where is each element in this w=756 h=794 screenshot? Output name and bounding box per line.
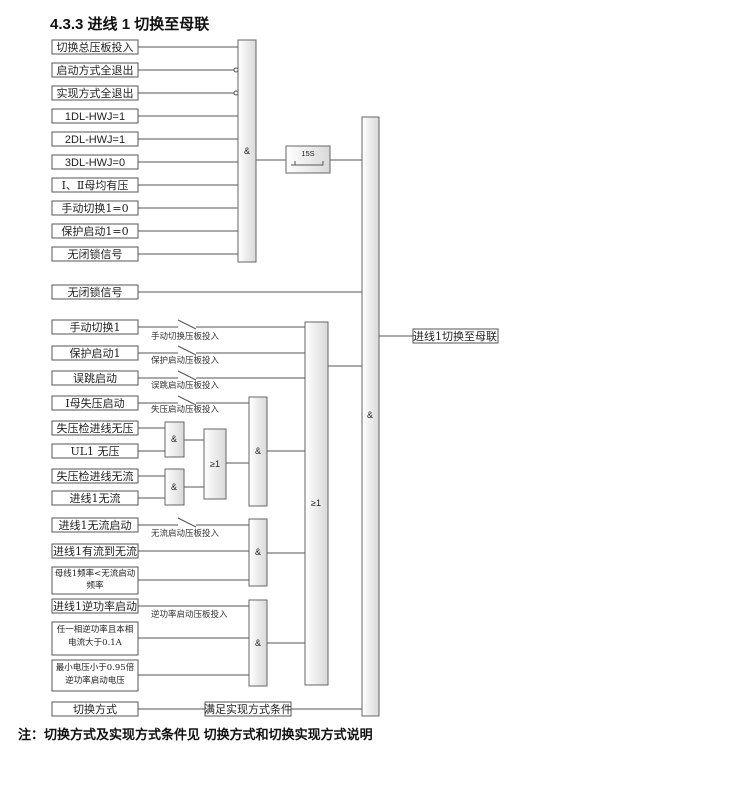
switch-label: 误跳启动压板投入 xyxy=(151,380,220,391)
no-current-block: 进线1无流启动 无流启动压板投入 进线1有流到无流 母线1频率<无流启动频率 & xyxy=(51,517,305,595)
no-current-in1: 进线1有流到无流 xyxy=(53,544,137,558)
gate1-input-3: 实现方式全退出 xyxy=(57,86,134,100)
inverter-bubble xyxy=(233,90,239,96)
gate1-input-6: 3DL-HWJ=0 xyxy=(65,157,125,169)
switch-mode-condition: 满足实现方式条件 xyxy=(204,702,292,716)
reverse-power-block: 进线1逆功率启动 逆功率启动压板投入 任一相逆功率且本相电流大于0.1A 最小电… xyxy=(51,598,305,692)
manual-input-2: 保护启动1 xyxy=(70,346,121,360)
reverse-power-in2: 最小电压小于0.95倍逆功率启动电压 xyxy=(55,663,135,686)
gate1-input-2: 启动方式全退出 xyxy=(57,63,134,77)
no-current-in2: 母线1频率<无流启动频率 xyxy=(54,569,136,591)
voltage-loss-in1: 失压检进线无压 xyxy=(57,421,134,435)
manual-inputs: 手动切换1 手动切换压板投入 保护启动1 保护启动压板投入 误跳启动 误跳启动压… xyxy=(51,319,305,391)
output-label: 进线1切换至母联 xyxy=(413,329,497,343)
voltage-loss-in4: 进线1无流 xyxy=(70,491,121,505)
gate1-and xyxy=(237,39,257,263)
reverse-power-in1: 任一相逆功率且本相电流大于0.1A xyxy=(56,625,134,648)
switch-mode-label: 切换方式 xyxy=(73,702,117,716)
nc-and-symbol: & xyxy=(255,547,261,557)
switch-label: 保护启动压板投入 xyxy=(151,355,220,366)
gate1-wires xyxy=(138,46,239,255)
voltage-loss-in2: UL1 无压 xyxy=(70,445,119,458)
inverter-bubble xyxy=(233,67,239,73)
timer-pulse-icon xyxy=(291,161,324,166)
no-current-label: 进线1无流启动 xyxy=(59,518,132,532)
gate1-input-1: 切换总压板投入 xyxy=(57,40,134,54)
switch-label: 无流启动压板投入 xyxy=(151,528,220,539)
gate1-input-9: 保护启动1=0 xyxy=(61,224,128,238)
voltage-loss-label: Ⅰ母失压启动 xyxy=(65,397,124,410)
final-and-symbol: & xyxy=(367,410,373,420)
gate1-input-labels: 切换总压板投入 启动方式全退出 实现方式全退出 1DL-HWJ=1 2DL-HW… xyxy=(51,39,139,262)
rp-and-symbol: & xyxy=(255,638,261,648)
vl-and-symbol-1: & xyxy=(171,434,177,444)
gate1-input-5: 2DL-HWJ=1 xyxy=(65,134,125,146)
timer-label: 15S xyxy=(301,149,314,158)
manual-input-3: 误跳启动 xyxy=(73,371,117,385)
gate1-input-8: 手动切换1=0 xyxy=(61,201,128,215)
voltage-loss-in3: 失压检进线无流 xyxy=(57,469,134,483)
gate1-symbol: & xyxy=(244,146,250,156)
switch-label: 逆功率启动压板投入 xyxy=(151,609,228,620)
switch-label: 失压启动压板投入 xyxy=(151,404,220,415)
no-lock-input: 无闭锁信号 xyxy=(68,285,123,299)
gate1-input-10: 无闭锁信号 xyxy=(68,247,123,261)
switch-label: 手动切换压板投入 xyxy=(151,331,220,342)
vl-or-gate xyxy=(203,428,227,500)
vl-and-symbol-2: & xyxy=(171,482,177,492)
voltage-loss-block: Ⅰ母失压启动 失压启动压板投入 失压检进线无压 UL1 无压 失压检进线无流 进… xyxy=(51,395,305,507)
reverse-power-label: 进线1逆功率启动 xyxy=(53,599,137,613)
big-or-symbol: ≥1 xyxy=(311,498,321,508)
footnote: 注：切换方式及实现方式条件见 切换方式和切换实现方式说明 xyxy=(18,727,373,742)
gate1-input-7: Ⅰ、Ⅱ母均有压 xyxy=(62,178,129,192)
gate1-input-4: 1DL-HWJ=1 xyxy=(65,111,125,123)
big-or-gate xyxy=(304,321,329,686)
final-and-gate xyxy=(361,116,380,717)
vl-or-symbol: ≥1 xyxy=(210,459,220,469)
vl-main-and-symbol: & xyxy=(255,446,261,456)
diagram-title: 4.3.3 进线 1 切换至母联 xyxy=(50,15,210,33)
manual-input-1: 手动切换1 xyxy=(70,320,121,334)
